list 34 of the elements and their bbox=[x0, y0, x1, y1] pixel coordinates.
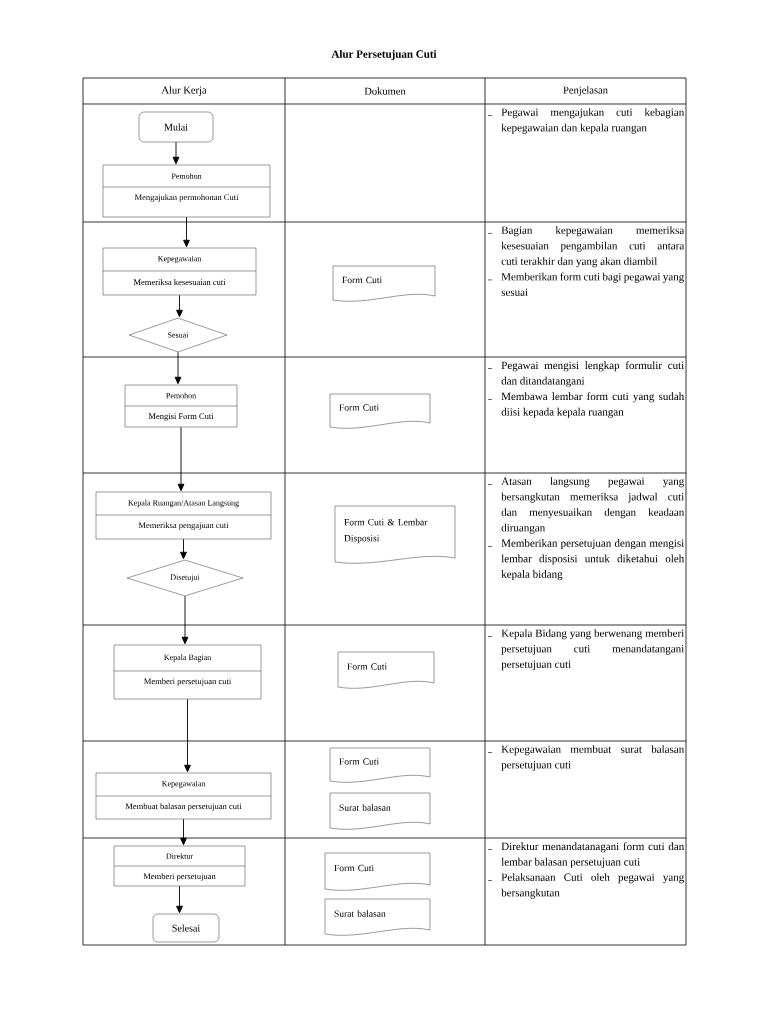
terminal-box: Selesai bbox=[152, 913, 220, 943]
column-header: Penjelasan bbox=[563, 86, 608, 96]
arrow bbox=[183, 216, 190, 248]
process-box: Pemohon Mengajukan permohonan Cuti bbox=[102, 164, 271, 218]
title: Alur Persetujuan Cuti bbox=[331, 50, 437, 60]
explanation-text: Membawa lembar form cuti yang sudah diisi kepada kepala ruangan bbox=[501, 392, 685, 418]
arrow bbox=[176, 294, 183, 318]
arrow bbox=[180, 818, 187, 846]
column-header: Dokumen bbox=[364, 87, 406, 95]
explanation-text: Kepegawaian membuat surat balasan persetujuan cuti bbox=[501, 745, 685, 771]
explanation-text: Memberikan form cuti bagi pegawai yang sesuai bbox=[501, 272, 684, 296]
process-box: Kepegawaian Membuat balasan persetujuan cuti bbox=[95, 772, 272, 820]
arrow bbox=[180, 538, 187, 560]
arrow bbox=[177, 426, 185, 492]
explanation-text: Atasan langsung pegawai yang bersangkutan memeriksa jadwal cuti dan menyesuaikan dengan keadaan diruangan bbox=[501, 477, 685, 534]
process-box: Kepala Bagian Memberi persetujuan cuti bbox=[113, 644, 262, 700]
terminal-box: Mulai bbox=[138, 111, 214, 143]
arrow bbox=[174, 351, 182, 385]
explanation-text: Kepala Bidang yang berwenang memberi persetujuan cuti menandatangani persetujuan cuti bbox=[501, 629, 684, 671]
explanation-text: Pegawai mengisi lengkap formulir cuti dan ditandatangani bbox=[501, 361, 684, 387]
process-box: Kepala Ruangan/Atasan Langsung Memeriksa pengajuan cuti bbox=[95, 491, 272, 540]
arrow bbox=[184, 698, 191, 773]
process-box: Pemohon Mengisi Form Cuti bbox=[124, 384, 238, 428]
arrow bbox=[172, 141, 180, 165]
explanation-text: Pelaksanaan Cuti oleh pegawai yang bersangkutan bbox=[501, 873, 684, 899]
column-header: Alur Kerja bbox=[161, 86, 207, 96]
process-box: Direktur Memberi persetujuan bbox=[113, 845, 246, 887]
process-box: Kepegawaian Memeriksa kesesuaian cuti bbox=[102, 247, 257, 296]
explanation-text: Direktur menandatanagani form cuti dan lembar balasan persetujuan cuti bbox=[501, 842, 685, 868]
explanation-text: Bagian kepegawaian memeriksa kesesuaian pengambilan cuti antara cuti terakhir dan yang akan diambil bbox=[501, 226, 685, 268]
explanation-text: Pegawai mengajukan cuti kebagian kepegawaian dan kepala ruangan bbox=[501, 108, 685, 134]
explanation-text: Memberikan persetujuan dengan mengisi lembar disposisi untuk diketahui oleh kepala bidang bbox=[501, 539, 685, 581]
arrow bbox=[181, 595, 189, 645]
arrow bbox=[176, 885, 183, 914]
